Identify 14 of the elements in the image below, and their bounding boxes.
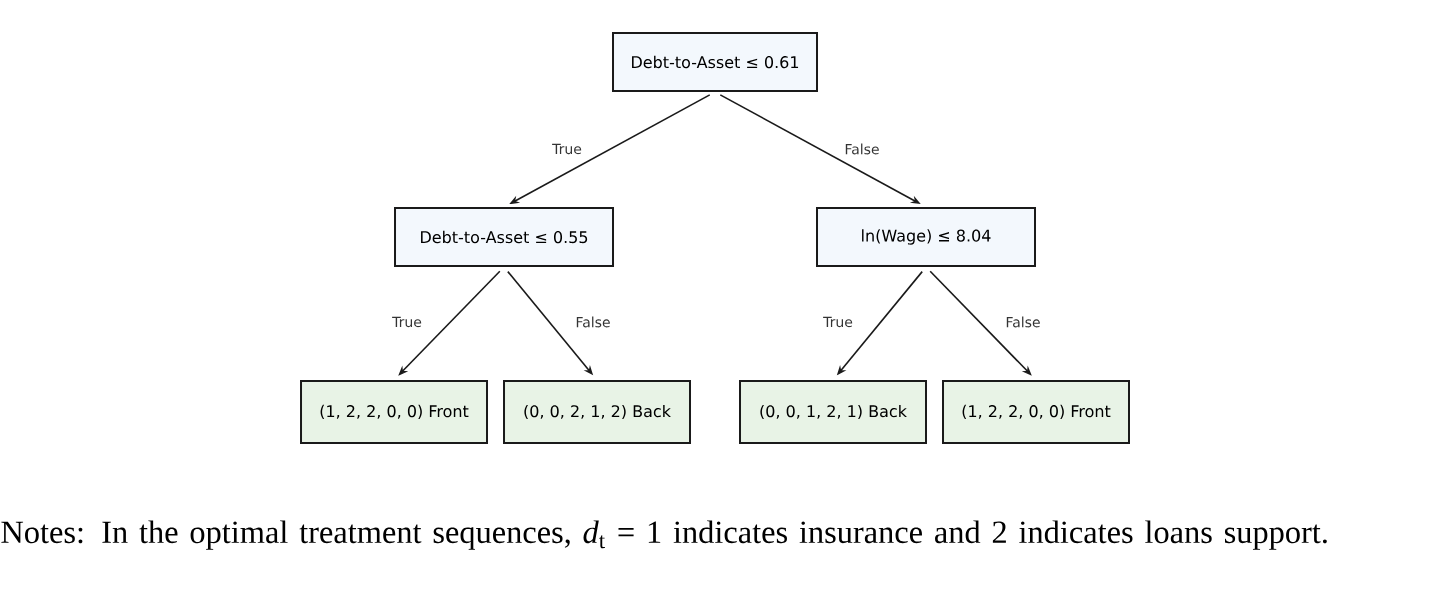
edge-label: True (390, 314, 424, 330)
edge-label: False (573, 314, 613, 330)
edge-label: True (550, 141, 584, 157)
edge-label: False (1003, 314, 1043, 330)
caption: Notes: In the optimal treatment sequences, d$_{t}$ = 1 indicates insurance and 2 indicates loans support. (1, 520, 1327, 550)
decision-box: Debt-to-Asset ≤ 0.55 (394, 207, 614, 267)
edge-label: True (821, 314, 855, 330)
leaf-box: (1, 2, 2, 0, 0) Front (942, 380, 1130, 444)
decision-box: Debt-to-Asset ≤ 0.61 (612, 32, 818, 92)
edge-label: False (842, 141, 882, 157)
leaf-box: (0, 0, 2, 1, 2) Back (503, 380, 691, 444)
leaf-box: (1, 2, 2, 0, 0) Front (300, 380, 488, 444)
leaf-box: (0, 0, 1, 2, 1) Back (739, 380, 927, 444)
decision-box: ln(Wage) ≤ 8.04 (816, 207, 1036, 267)
